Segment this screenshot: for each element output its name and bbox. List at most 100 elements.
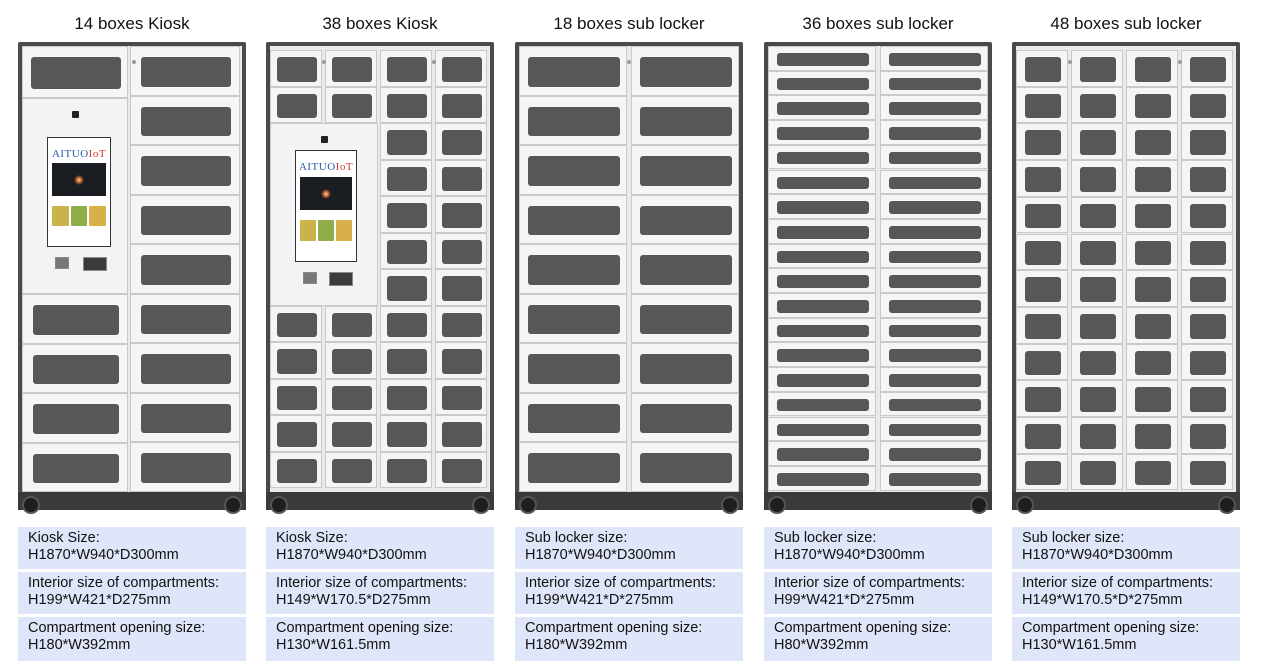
compartment-door bbox=[130, 46, 240, 96]
compartment-door bbox=[768, 268, 876, 293]
door-window bbox=[442, 385, 482, 410]
interior-spec-box: Interior size of compartments: H149*W170… bbox=[266, 572, 494, 614]
door-window bbox=[1080, 57, 1116, 82]
compartment-door bbox=[1016, 233, 1068, 271]
spec-label: Kiosk Size: bbox=[276, 530, 348, 546]
door-window bbox=[640, 453, 732, 483]
door-window bbox=[1025, 57, 1061, 82]
lock-icon bbox=[132, 60, 136, 64]
compartment-door bbox=[880, 46, 988, 71]
door-window bbox=[1080, 130, 1116, 156]
lock-icon bbox=[627, 60, 631, 64]
spec-value: H1870*W940*D300mm bbox=[525, 547, 676, 563]
door-window bbox=[528, 304, 620, 334]
compartment-door bbox=[768, 367, 876, 392]
compartment-door bbox=[631, 293, 739, 343]
opening-spec-box: Compartment opening size: H130*W161.5mm bbox=[266, 617, 494, 661]
compartment-door bbox=[1126, 270, 1178, 307]
door-window bbox=[640, 255, 732, 285]
compartment-door bbox=[1071, 123, 1123, 161]
door-window bbox=[640, 304, 732, 334]
door-window bbox=[387, 203, 427, 228]
compartment-door bbox=[325, 342, 377, 379]
spec-label: Kiosk Size: bbox=[28, 530, 100, 546]
compartment-door bbox=[880, 95, 988, 121]
spec-label: Interior size of compartments: bbox=[276, 575, 467, 591]
interior-spec-box: Interior size of compartments: H99*W421*… bbox=[764, 572, 992, 614]
compartment-door bbox=[380, 342, 432, 379]
compartment-door bbox=[1181, 123, 1233, 161]
size-spec-box: Kiosk Size: H1870*W940*D300mm bbox=[266, 527, 494, 569]
door-window bbox=[141, 255, 231, 285]
door-window bbox=[777, 201, 869, 214]
kiosk-control-panel: AITUOIoT bbox=[270, 123, 378, 306]
compartment-door bbox=[380, 159, 432, 196]
door-window bbox=[1080, 203, 1116, 229]
door-window bbox=[442, 312, 482, 337]
compartment-door bbox=[1126, 50, 1178, 87]
spec-value: H149*W170.5*D275mm bbox=[276, 592, 431, 608]
compartment-door bbox=[768, 317, 876, 343]
door-window bbox=[31, 57, 121, 89]
compartment-door bbox=[435, 269, 487, 306]
compartment-door bbox=[325, 50, 377, 87]
compartment-door bbox=[768, 342, 876, 368]
compartment-door bbox=[1071, 50, 1123, 87]
door-window bbox=[1080, 387, 1116, 412]
wheel-icon bbox=[721, 496, 739, 514]
door-window bbox=[387, 130, 427, 155]
door-window bbox=[777, 324, 869, 338]
door-window bbox=[777, 349, 869, 363]
compartment-door bbox=[1181, 453, 1233, 491]
compartment-door bbox=[22, 343, 128, 393]
door-window bbox=[777, 176, 869, 190]
compartment-door bbox=[380, 305, 432, 342]
wheel-icon bbox=[970, 496, 988, 514]
compartment-door bbox=[768, 46, 876, 71]
product-title: 14 boxes Kiosk bbox=[74, 14, 190, 33]
door-window bbox=[277, 57, 317, 82]
door-window bbox=[1080, 277, 1116, 302]
door-window bbox=[889, 472, 981, 486]
door-window bbox=[1135, 350, 1171, 376]
compartment-door bbox=[1016, 86, 1068, 124]
compartment-door bbox=[130, 343, 240, 393]
door-window bbox=[442, 276, 482, 301]
compartment-door bbox=[435, 159, 487, 196]
compartment-door bbox=[1016, 380, 1068, 417]
door-window bbox=[1025, 387, 1061, 412]
compartment-door bbox=[1071, 417, 1123, 454]
door-window bbox=[528, 205, 620, 235]
compartment-door bbox=[380, 269, 432, 306]
camera-icon bbox=[321, 136, 328, 143]
door-window bbox=[277, 93, 317, 118]
compartment-door bbox=[519, 343, 627, 393]
door-window bbox=[777, 300, 869, 313]
compartment-door bbox=[519, 293, 627, 343]
size-spec-box: Sub locker size: H1870*W940*D300mm bbox=[1012, 527, 1240, 569]
door-window bbox=[640, 354, 732, 384]
product-card-18-boxes-sub-locker: 18 boxes sub locker Sub locker size: H18… bbox=[515, 0, 743, 668]
compartment-door bbox=[519, 194, 627, 244]
door-window bbox=[277, 422, 317, 447]
product-card-36-boxes-sub-locker: 36 boxes sub locker Sub locker size: H18… bbox=[764, 0, 992, 668]
compartment-door bbox=[1181, 160, 1233, 197]
door-window bbox=[1080, 424, 1116, 449]
door-window bbox=[889, 151, 981, 165]
compartment-door bbox=[880, 144, 988, 170]
door-window bbox=[442, 57, 482, 82]
door-window bbox=[889, 398, 981, 412]
compartment-door bbox=[1181, 380, 1233, 417]
compartment-door bbox=[380, 451, 432, 488]
compartment-door bbox=[1181, 86, 1233, 124]
locker-face bbox=[519, 46, 739, 492]
door-window bbox=[141, 106, 231, 136]
wheel-icon bbox=[1016, 496, 1034, 514]
compartment-door bbox=[22, 46, 128, 98]
compartment-door bbox=[130, 194, 240, 244]
compartment-door bbox=[270, 305, 322, 342]
compartment-door bbox=[768, 441, 876, 466]
kiosk-control-panel: AITUOIoT bbox=[22, 98, 128, 294]
compartment-door bbox=[130, 95, 240, 145]
compartment-door bbox=[130, 145, 240, 195]
